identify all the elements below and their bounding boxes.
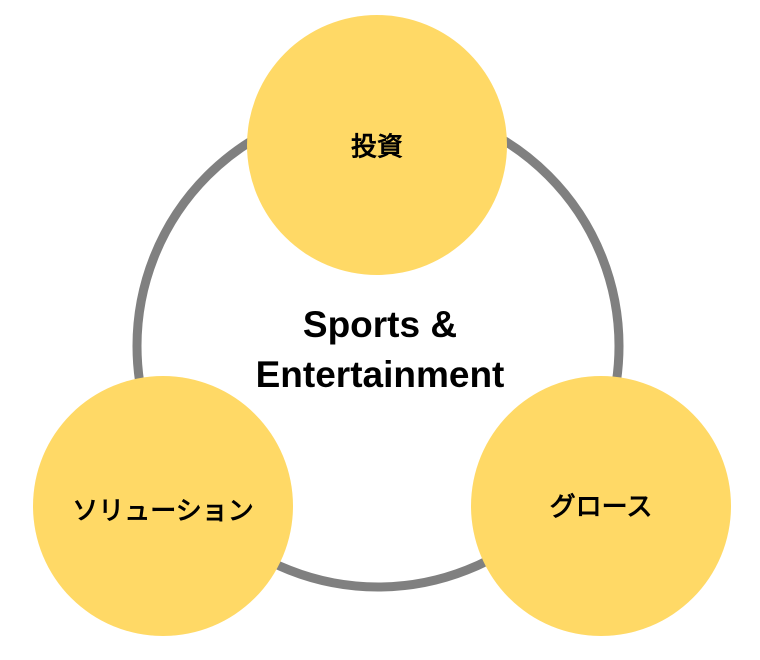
center-label: Sports & Entertainment — [256, 300, 505, 400]
node-circle-investment — [247, 15, 507, 275]
node-circle-solution — [33, 376, 293, 636]
center-label-line2: Entertainment — [255, 354, 505, 395]
center-label-line1: Sports & — [302, 304, 458, 345]
node-label-growth: グロース — [549, 492, 653, 523]
node-label-investment: 投資 — [350, 132, 404, 163]
node-circle-growth — [471, 376, 731, 636]
node-label-solution: ソリューション — [72, 496, 254, 527]
